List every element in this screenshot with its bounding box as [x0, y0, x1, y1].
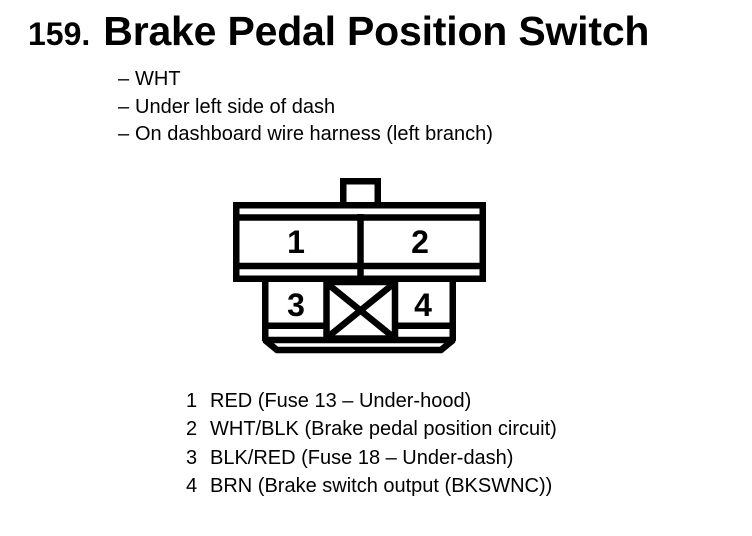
section-title: 159. Brake Pedal Position Switch — [28, 8, 649, 55]
pin-description: RED (Fuse 13 – Under-hood) — [210, 390, 472, 412]
pin-legend: 1 RED (Fuse 13 – Under-hood) 2 WHT/BLK (… — [186, 387, 557, 501]
detail-item: – On dashboard wire harness (left branch… — [118, 121, 493, 149]
detail-item: – WHT — [118, 66, 493, 94]
detail-text: WHT — [135, 68, 181, 90]
section-number: 159. — [28, 16, 91, 52]
pin-description: WHT/BLK (Brake pedal position circuit) — [210, 418, 557, 441]
pin-number: 2 — [186, 418, 198, 441]
pin-description: BRN (Brake switch output (BKSWNC)) — [210, 475, 553, 498]
detail-text: On dashboard wire harness (left branch) — [135, 123, 493, 145]
cavity-2-label: 2 — [411, 224, 429, 260]
pin-number: 4 — [186, 475, 198, 498]
dash-bullet: – — [118, 68, 130, 90]
detail-list: – WHT – Under left side of dash – On das… — [118, 66, 493, 149]
pin-number: 1 — [186, 390, 198, 412]
legend-row: 4 BRN (Brake switch output (BKSWNC)) — [186, 472, 557, 500]
dash-bullet: – — [118, 95, 130, 118]
cavity-4-label: 4 — [414, 287, 432, 323]
pin-description: BLK/RED (Fuse 18 – Under-dash) — [210, 446, 514, 469]
pin-number: 3 — [186, 446, 198, 469]
detail-item: – Under left side of dash — [118, 94, 493, 122]
cavity-1-label: 1 — [287, 224, 305, 260]
detail-text: Under left side of dash — [135, 95, 336, 118]
cavity-3-label: 3 — [287, 287, 305, 323]
blocked-cavity-diagonal-2 — [326, 282, 395, 339]
page-title: Brake Pedal Position Switch — [103, 8, 650, 54]
legend-row: 1 RED (Fuse 13 – Under-hood) — [186, 387, 557, 415]
legend-row: 3 BLK/RED (Fuse 18 – Under-dash) — [186, 444, 557, 472]
connector-base-rim — [262, 336, 456, 354]
legend-row: 2 WHT/BLK (Brake pedal position circuit) — [186, 415, 557, 443]
dash-bullet: – — [118, 123, 130, 145]
